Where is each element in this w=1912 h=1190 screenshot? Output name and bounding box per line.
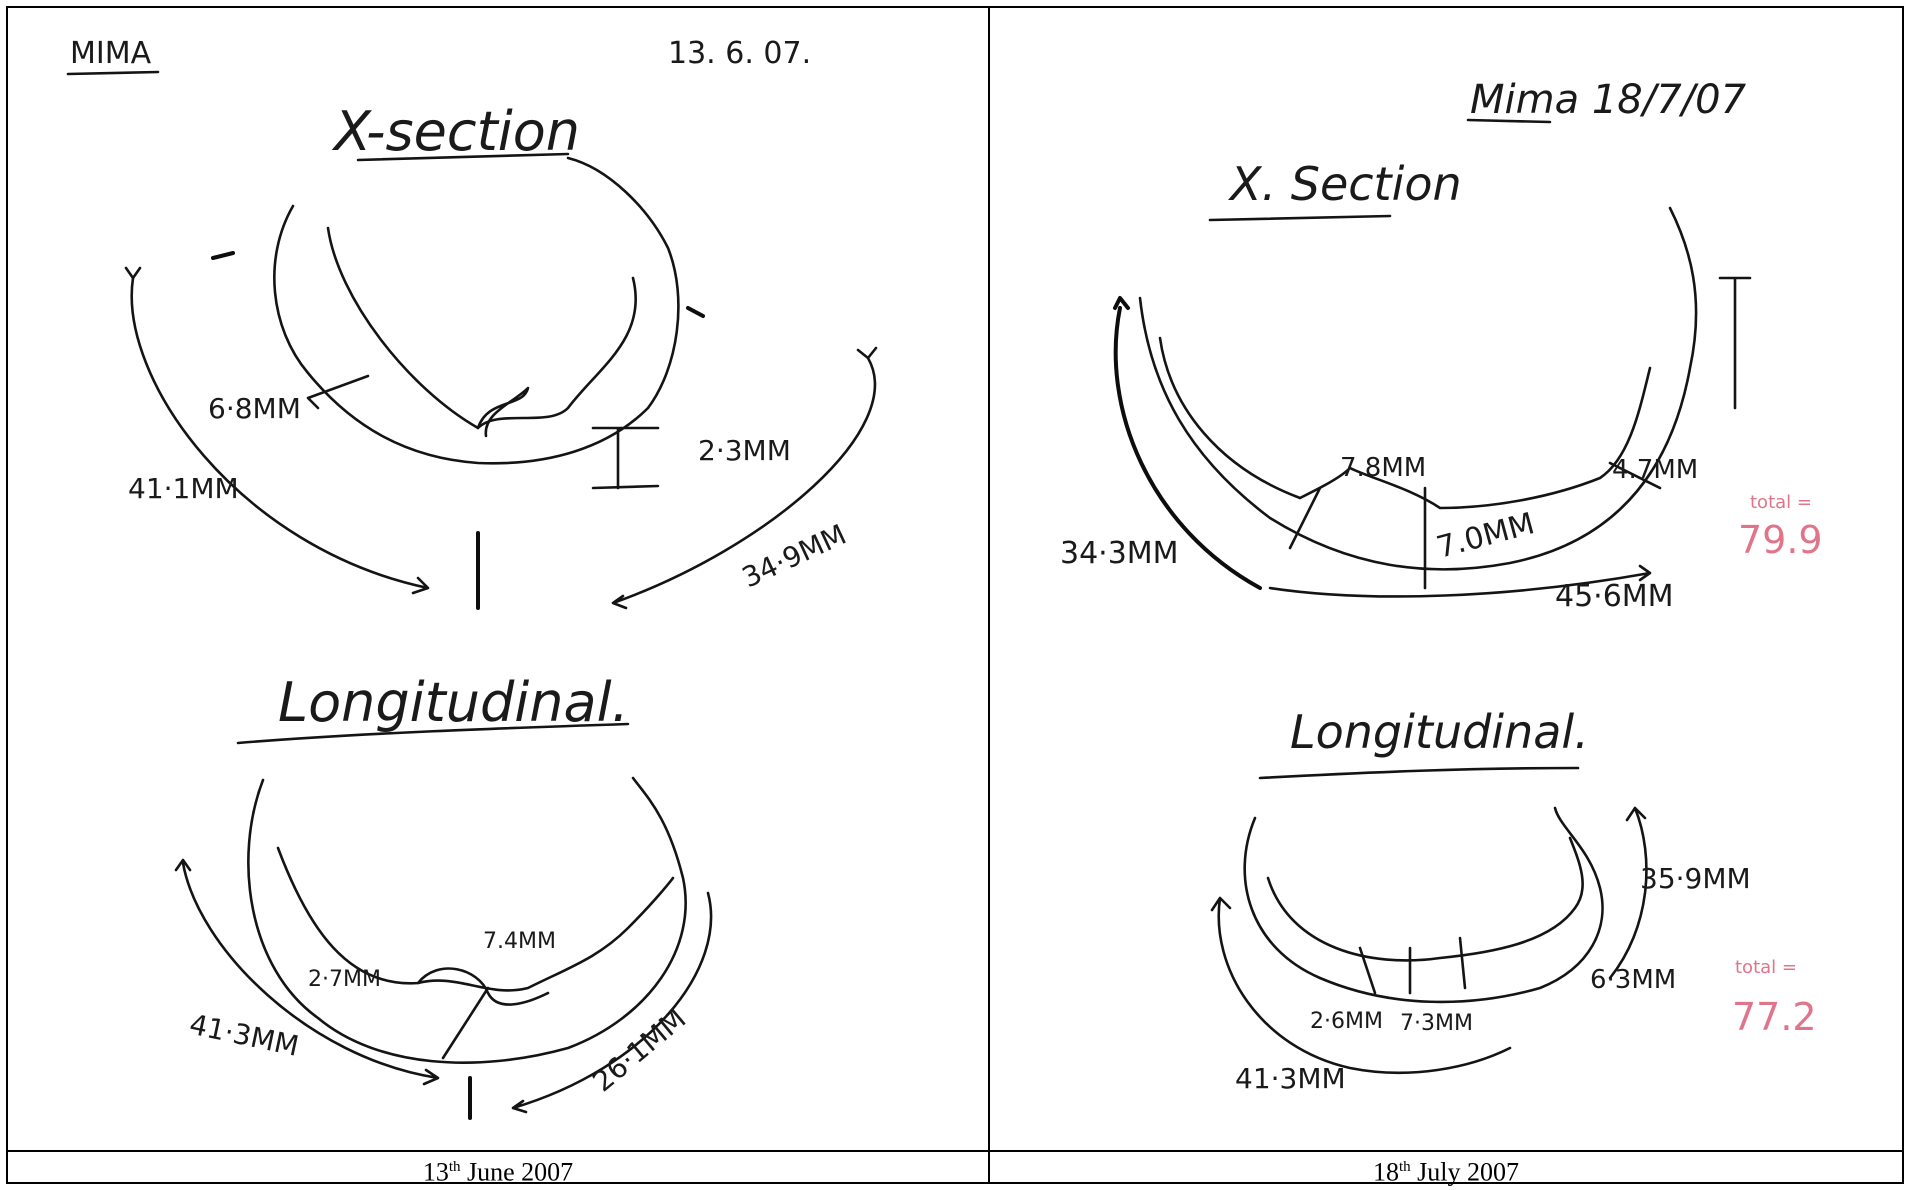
right-xsection-inner-curve (1158, 336, 1652, 510)
right-label-7-8: 7.8MM (1340, 453, 1426, 483)
left-label-6-8: 6·8MM (208, 392, 301, 425)
left-caption-day: 13 (422, 1157, 449, 1187)
right-longitudinal-underline (1258, 766, 1580, 780)
right-long-outer-curve (1243, 806, 1604, 1004)
left-label-7-4: 7.4MM (483, 929, 556, 954)
caption-divider (6, 1150, 1904, 1152)
left-caption-suffix: th (448, 1159, 461, 1175)
left-sketch: MIMA 13. 6. 07. X-section 6·8MM 2·3MM 41… (66, 36, 878, 1120)
right-xsection-total-label: total = (1750, 492, 1812, 513)
left-tick-mark (211, 251, 235, 260)
table-frame (6, 6, 1904, 1184)
right-label-34-3: 34·3MM (1060, 536, 1179, 571)
right-label-45-6: 45·6MM (1555, 579, 1674, 614)
right-caption: 18th July 2007 (990, 1152, 1902, 1187)
right-arrow-4-7-bar (1718, 276, 1752, 410)
left-xsection-underline (356, 152, 570, 162)
right-long-total-value: 77.2 (1732, 995, 1817, 1039)
left-tick-mark (686, 306, 705, 318)
right-label-7-3: 7·3MM (1400, 1011, 1473, 1036)
left-long-squiggle (416, 967, 550, 1006)
left-long-inner-curve (276, 846, 675, 992)
right-xsection-total-value: 79.9 (1738, 518, 1823, 562)
left-arrowhead (856, 346, 878, 360)
right-caption-day: 18 (1372, 1157, 1399, 1187)
right-long-inner-curve (1266, 836, 1584, 962)
left-long-outer-curve (247, 776, 687, 1064)
left-name-underline (66, 70, 160, 76)
column-divider (988, 6, 990, 1184)
left-arrowhead (124, 266, 142, 280)
right-sketch: Mima 18/7/07 X. Section 7.8MM 4.7MM 7.0M… (1060, 77, 1823, 1095)
right-longitudinal-title: Longitudinal. (1290, 705, 1589, 759)
left-caption: 13th June 2007 (8, 1152, 988, 1187)
right-arrow-34-3 (1113, 296, 1262, 590)
left-sketch-panel: MIMA 13. 6. 07. X-section 6·8MM 2·3MM 41… (8, 8, 988, 1150)
left-label-41-3: 41·3MM (187, 1008, 302, 1063)
left-arrow-2-3 (591, 426, 660, 490)
left-arrow-7-4 (441, 986, 490, 1060)
right-label-35-9: 35·9MM (1640, 862, 1751, 895)
left-label-2-3: 2·3MM (698, 434, 791, 467)
left-arrow-26-1 (511, 891, 713, 1114)
left-arrow-34-9 (611, 356, 876, 610)
left-xsection-title: X-section (331, 100, 580, 163)
right-label-41-3: 41·3MM (1235, 1062, 1346, 1095)
right-xsection-title: X. Section (1228, 157, 1462, 211)
right-long-measure-lines (1358, 936, 1467, 995)
right-label-6-3: 6·3MM (1590, 965, 1676, 995)
left-arrow-41-3 (181, 861, 440, 1086)
right-label-2-6: 2·6MM (1310, 1009, 1383, 1034)
left-label-41-1: 41·1MM (128, 472, 239, 505)
left-patient-name: MIMA (70, 36, 152, 71)
right-label-4-7: 4.7MM (1612, 455, 1698, 485)
left-date: 13. 6. 07. (668, 36, 811, 71)
left-label-2-7: 2·7MM (308, 967, 381, 992)
right-measure-lines (1288, 461, 1662, 590)
left-arrow-41-1 (130, 276, 430, 595)
right-xsection-outer-curve (1138, 206, 1698, 571)
right-sketch-panel: Mima 18/7/07 X. Section 7.8MM 4.7MM 7.0M… (990, 8, 1902, 1150)
right-name-underline (1466, 118, 1552, 124)
left-caption-month-year: June 2007 (460, 1157, 574, 1187)
left-label-34-9: 34·9MM (737, 518, 851, 595)
left-xsection-squiggle (476, 386, 530, 438)
right-patient-date: Mima 18/7/07 (1470, 77, 1747, 123)
left-xsection-inner-curve (326, 226, 637, 430)
right-xsection-underline (1208, 214, 1392, 222)
right-caption-month-year: July 2007 (1410, 1157, 1519, 1187)
right-arrow-41-3 (1210, 896, 1512, 1075)
right-label-7-0: 7.0MM (1433, 506, 1538, 566)
right-arrow-45-6 (1268, 564, 1652, 598)
right-long-total-label: total = (1735, 957, 1797, 978)
right-caption-suffix: th (1398, 1159, 1411, 1175)
left-longitudinal-underline (236, 722, 630, 745)
left-arrow-6-8 (306, 374, 370, 410)
left-longitudinal-title: Longitudinal. (278, 671, 629, 734)
right-arrow-35-9 (1608, 806, 1648, 980)
left-label-26-1: 26·1MM (586, 1002, 692, 1098)
left-arrowhead (174, 858, 192, 872)
left-xsection-outer-curve (273, 156, 680, 465)
